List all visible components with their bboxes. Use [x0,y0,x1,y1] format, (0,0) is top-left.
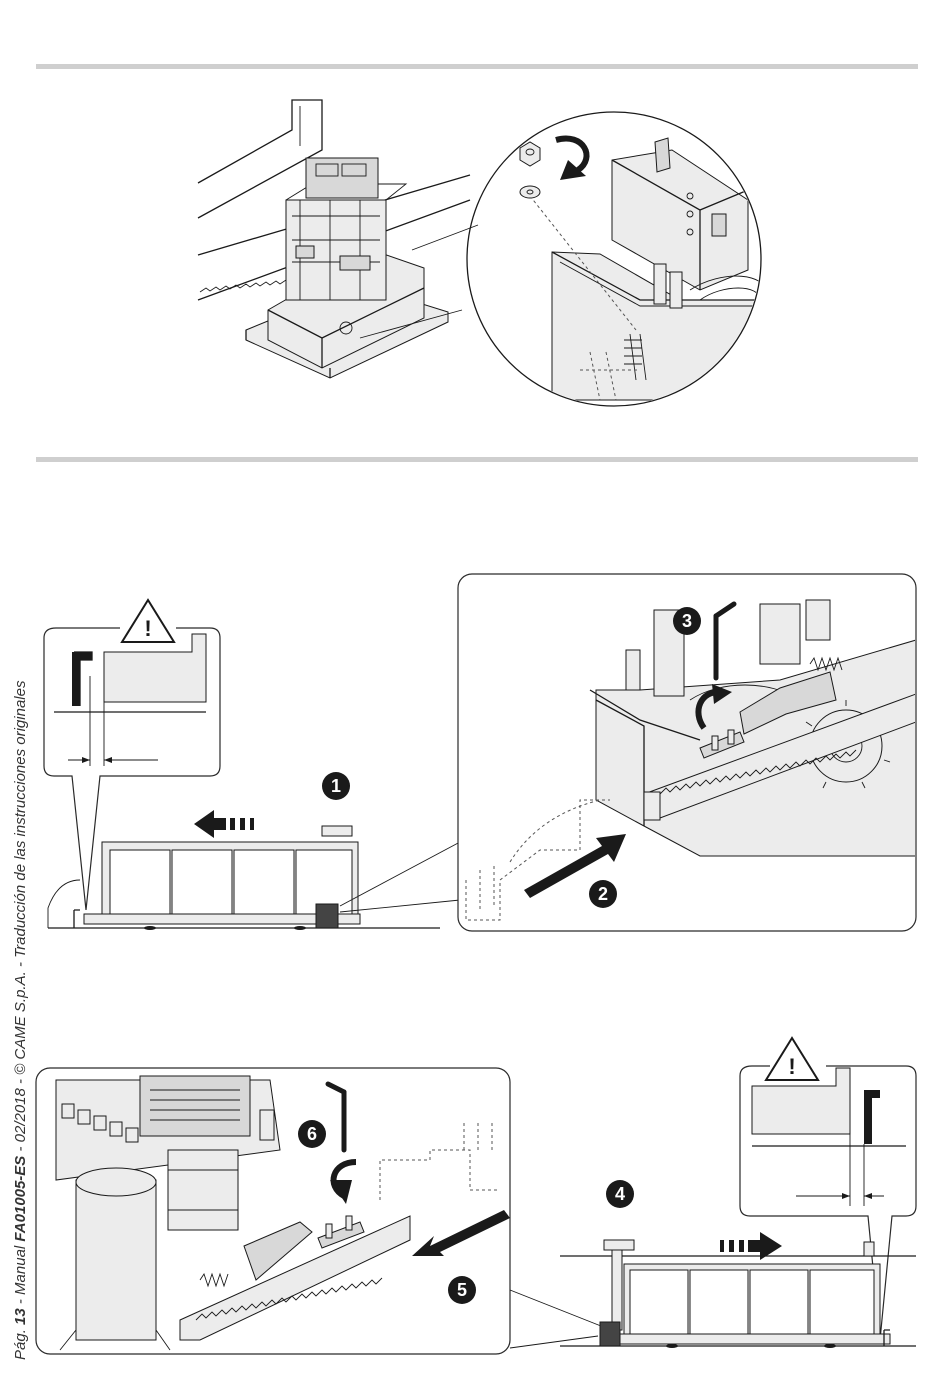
detail-panel-lock: 6 5 [36,1068,606,1354]
gate-diagram-right: ! 4 [560,1038,916,1348]
direction-arrow-left-icon [194,810,254,838]
washer-icon [520,186,540,198]
svg-text:4: 4 [615,1184,625,1204]
svg-text:2: 2 [598,884,608,904]
nut-icon [520,142,540,166]
warning-triangle-icon: ! [122,600,174,642]
svg-text:5: 5 [457,1280,467,1300]
svg-text:!: ! [788,1054,795,1079]
step-5-badge: 5 [448,1276,476,1304]
step-1-badge: 1 [322,772,350,800]
svg-text:1: 1 [331,776,341,796]
svg-text:6: 6 [307,1124,317,1144]
warning-triangle-icon: ! [766,1038,818,1080]
step-4-badge: 4 [606,1180,634,1208]
svg-text:3: 3 [682,611,692,631]
step-2-badge: 2 [589,880,617,908]
gate-diagram-left: ! 1 [44,600,460,930]
step-6-badge: 6 [298,1120,326,1148]
svg-text:!: ! [144,616,151,641]
step-3-badge: 3 [673,607,701,635]
detail-panel-release: 3 2 [458,574,916,931]
top-illustration [198,100,770,406]
